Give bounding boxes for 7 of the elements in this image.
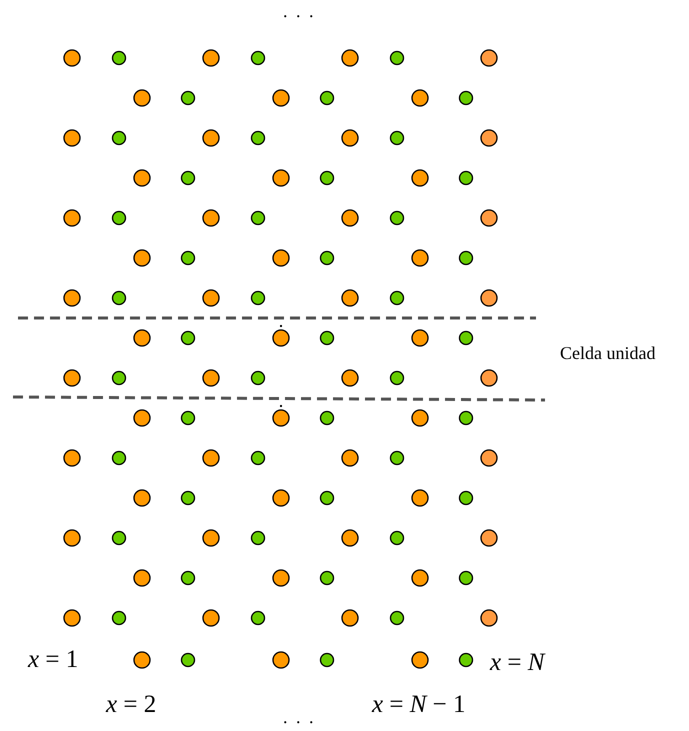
cell-label: Celda unidad (560, 344, 656, 362)
position-label: x = N (490, 650, 544, 675)
ellipsis: . . . (283, 708, 316, 726)
position-label: x = 1 (28, 647, 78, 672)
position-label: x = N − 1 (372, 692, 466, 717)
ellipsis: . . . (283, 2, 316, 20)
position-label: x = 2 (106, 692, 156, 717)
